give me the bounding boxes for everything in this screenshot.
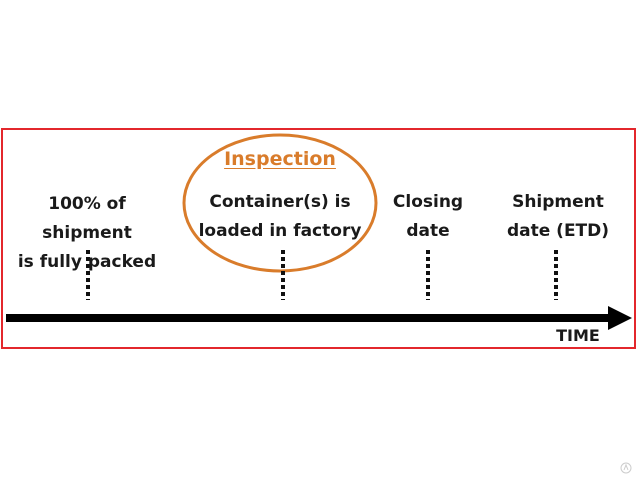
inspection-title: Inspection	[224, 148, 336, 170]
time-axis-label: TIME	[556, 326, 600, 345]
event-label-closing-date: Closing date	[392, 192, 464, 241]
event-label-container-loaded: Container(s) is loaded in factory	[198, 192, 362, 241]
watermark-logo-icon	[620, 462, 632, 474]
event-label-shipment-date: Shipment date (ETD)	[506, 192, 610, 241]
event-label-fully-packed: 100% of shipment is fully packed	[17, 194, 157, 272]
inspection-highlight-ellipse	[182, 133, 378, 273]
time-axis-arrowhead	[608, 306, 632, 330]
time-axis-line	[6, 314, 611, 322]
diagram-frame	[1, 128, 636, 349]
